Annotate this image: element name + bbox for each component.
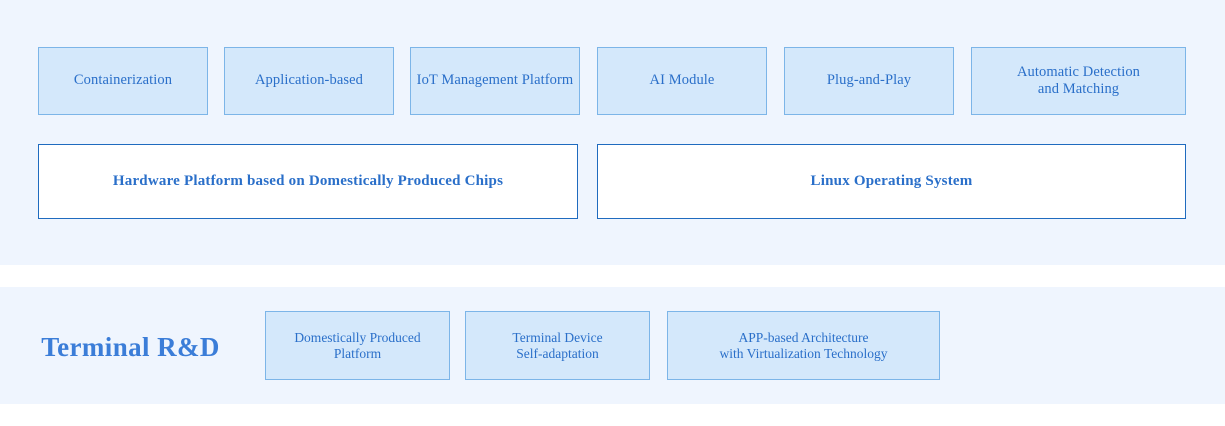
terminal-tile-label: Domestically Produced (294, 329, 421, 345)
capability-tile-label: Application-based (254, 72, 363, 89)
capability-tile-label: Plug-and-Play (826, 72, 912, 89)
capability-tile-label: Containerization (73, 72, 173, 89)
capability-tile-ai-module[interactable]: AI Module (597, 47, 767, 115)
section-label-text: Terminal R&D (41, 332, 220, 362)
foundation-bar-linux-operating-system[interactable]: Linux Operating System (597, 144, 1186, 219)
terminal-tile-label-line2: with Virtualization Technology (719, 345, 888, 361)
foundation-bar-label: Linux Operating System (810, 172, 973, 189)
capability-tile-label: AI Module (649, 72, 715, 89)
terminal-tile-terminal-device-self-adaptation[interactable]: Terminal Device Self-adaptation (465, 311, 650, 380)
foundation-bar-label: Hardware Platform based on Domestically … (112, 172, 504, 189)
capability-tile-automatic-detection-and-matching[interactable]: Automatic Detection and Matching (971, 47, 1186, 115)
terminal-tile-label-group: Domestically Produced Platform (294, 330, 420, 362)
capability-tile-iot-management-platform[interactable]: IoT Management Platform (410, 47, 580, 115)
terminal-tile-label-line2: Platform (333, 345, 382, 361)
foundation-bar-hardware-platform[interactable]: Hardware Platform based on Domestically … (38, 144, 578, 219)
capability-tile-label-group: Automatic Detection and Matching (1017, 64, 1140, 98)
terminal-tile-label: APP-based Architecture (738, 329, 869, 345)
terminal-tile-label-group: APP-based Architecture with Virtualizati… (720, 330, 888, 362)
capability-tile-label: IoT Management Platform (416, 72, 574, 89)
capability-tile-label-line2: and Matching (1037, 81, 1120, 97)
section-label-terminal-rd: Terminal R&D (38, 325, 223, 370)
capability-tile-label: Automatic Detection (1016, 63, 1141, 80)
terminal-tile-label-group: Terminal Device Self-adaptation (512, 330, 602, 362)
capability-tile-application-based[interactable]: Application-based (224, 47, 394, 115)
terminal-tile-app-based-architecture[interactable]: APP-based Architecture with Virtualizati… (667, 311, 940, 380)
capability-tile-plug-and-play[interactable]: Plug-and-Play (784, 47, 954, 115)
terminal-tile-label: Terminal Device (512, 329, 603, 345)
top-section-background (0, 0, 1225, 265)
capability-tile-containerization[interactable]: Containerization (38, 47, 208, 115)
terminal-tile-label-line2: Self-adaptation (516, 345, 599, 361)
terminal-tile-domestically-produced-platform[interactable]: Domestically Produced Platform (265, 311, 450, 380)
